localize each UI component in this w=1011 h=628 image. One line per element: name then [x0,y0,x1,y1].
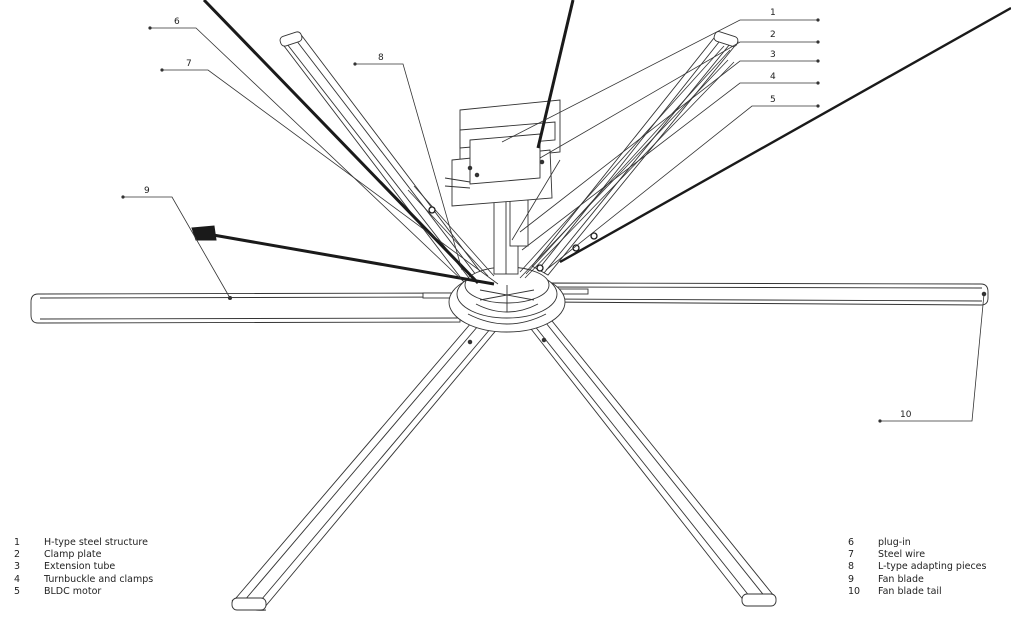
legend-number: 9 [848,573,855,585]
callout-5: 5 [770,95,776,105]
callout-9: 9 [144,186,150,196]
callout-6: 6 [174,17,180,27]
callout-3: 3 [770,50,776,60]
h-type-steel-structure [444,99,561,207]
fan-blade-left [30,292,461,324]
legend-label: plug-in [878,537,911,548]
legend-label: Clamp plate [44,549,102,561]
legend-label: Fan blade tail [878,585,942,597]
legend-item: 3 Extension tube [14,561,153,573]
legend-item: 6 plug-in [848,537,986,549]
legend-label: BLDC motor [44,585,102,597]
legend-label: L-type adapting pieces [878,561,987,573]
bldc-motor-hub [448,266,566,333]
callout-10: 10 [900,410,912,420]
legend-label: H-type steel structure [44,537,148,548]
legend-label: Turnbuckle and clamps [44,573,154,585]
callout-2: 2 [770,30,776,40]
legend-number: 5 [14,585,21,597]
legend-item: 10 Fan blade tail [848,586,986,598]
legend-number: 7 [848,549,855,561]
support-rods [407,45,735,279]
fan-blade-lower-left [231,321,499,611]
legend-right: 6 plug-in 7 Steel wire 8 L-type adapting… [848,537,986,598]
legend-item: 8 L-type adapting pieces [848,561,986,573]
callout-8: 8 [378,53,384,63]
legend-number: 3 [14,561,21,573]
callout-1: 1 [770,8,776,18]
legend-item: 4 Turnbuckle and clamps [14,574,153,586]
legend-number: 6 [848,537,855,548]
callout-4: 4 [770,72,776,82]
legend-number: 4 [14,573,21,585]
legend-number: 2 [14,549,21,561]
legend-label: Fan blade [878,573,924,585]
legend-number: 8 [848,561,855,573]
legend-item: 9 Fan blade [848,574,986,586]
legend-item: 5 BLDC motor [14,586,153,598]
callout-dots [121,18,882,423]
steel-wires [191,0,1011,286]
legend-label: Steel wire [878,549,926,561]
fan-blade-right [544,282,989,306]
legend-left: 1 H-type steel structure 2 Clamp plate 3… [14,537,153,598]
fan-blade-upper-left [279,31,489,291]
callout-leaders [123,19,985,422]
legend-number: 1 [14,537,21,548]
legend-item: 7 Steel wire [848,549,986,561]
fan-blade-lower-right [523,315,777,607]
legend-item: 1 H-type steel structure [14,537,153,549]
legend-item: 2 Clamp plate [14,549,153,561]
legend-label: Extension tube [44,561,116,573]
legend-number: 10 [848,585,861,597]
callout-7: 7 [186,59,192,69]
